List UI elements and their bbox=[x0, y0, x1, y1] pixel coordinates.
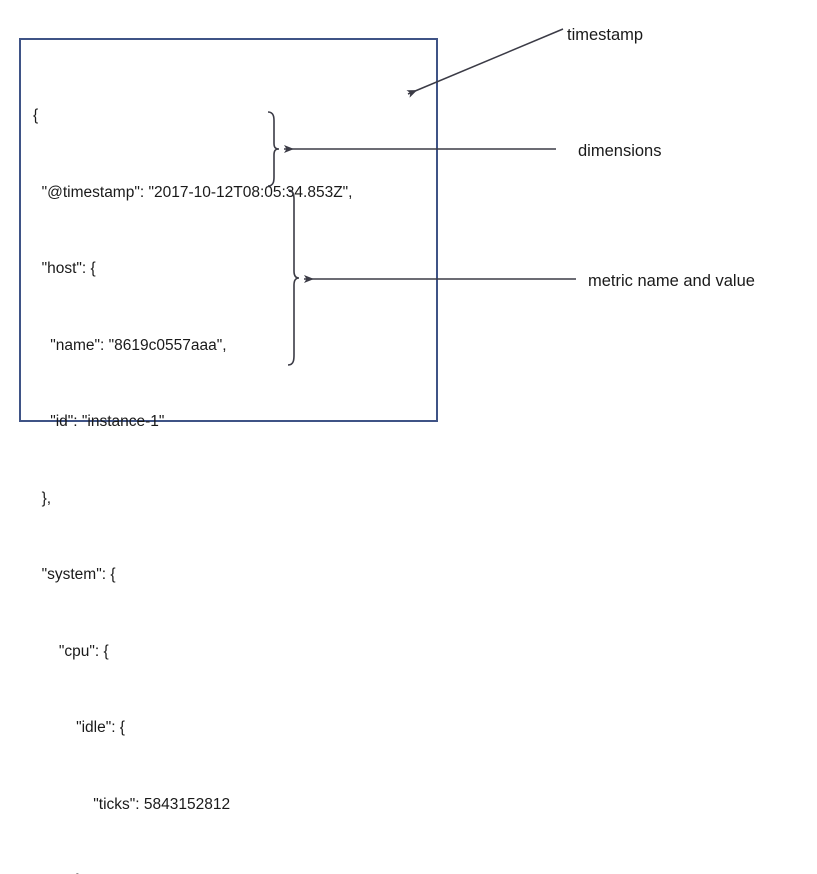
annotation-label-timestamp: timestamp bbox=[567, 26, 644, 44]
code-line-host-name: "name": "8619c0557aaa", bbox=[33, 336, 227, 354]
code-line: { bbox=[33, 107, 39, 124]
json-code-block: { "@timestamp": "2017-10-12T08:05:34.853… bbox=[33, 52, 353, 874]
code-line-idle-open: "idle": { bbox=[33, 719, 125, 736]
json-event-document-box: { "@timestamp": "2017-10-12T08:05:34.853… bbox=[19, 38, 438, 874]
code-line-ticks: "ticks": 5843152812 bbox=[33, 795, 231, 813]
code-line-cpu-open: "cpu": { bbox=[33, 642, 109, 660]
diagram-canvas: { "@timestamp": "2017-10-12T08:05:34.853… bbox=[19, 26, 755, 874]
code-line-system-open: "system": { bbox=[33, 566, 116, 583]
code-line-host-close: }, bbox=[33, 489, 52, 507]
annotation-label-metric: metric name and value bbox=[588, 272, 755, 290]
code-line-timestamp: "@timestamp": "2017-10-12T08:05:34.853Z"… bbox=[33, 183, 353, 201]
annotation-label-dimensions: dimensions bbox=[578, 142, 662, 160]
code-line-host-id: "id": "instance-1" bbox=[33, 413, 165, 430]
code-line-host-open: "host": { bbox=[33, 260, 96, 277]
code-line-idle-close: }, bbox=[33, 868, 353, 874]
